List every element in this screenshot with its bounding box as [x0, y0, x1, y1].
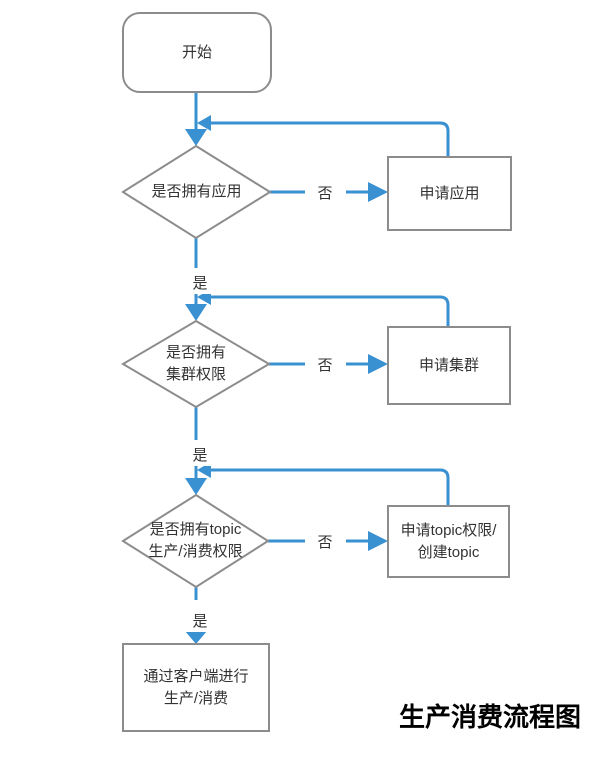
arrowhead-into-process3	[368, 531, 388, 551]
decision-has-topic-shape	[121, 493, 270, 589]
process-apply-cluster-shape	[387, 326, 511, 405]
connector-feedback-apply-cluster	[207, 295, 450, 327]
arrowhead-into-decision1	[185, 129, 207, 146]
connector-feedback-apply-app	[207, 121, 450, 157]
arrowhead-into-end	[185, 631, 207, 644]
arrowhead-into-process1	[368, 182, 388, 202]
process-apply-topic-shape	[387, 505, 510, 578]
arrowhead-into-decision2	[185, 304, 207, 321]
arrowhead-feedback1	[197, 115, 211, 131]
arrowhead-feedback3	[197, 462, 211, 478]
diagram-title: 生产消费流程图	[398, 701, 581, 732]
end-node-shape	[122, 643, 270, 732]
process-apply-app-shape	[387, 156, 512, 231]
decision-has-app-shape	[121, 144, 272, 240]
arrowhead-into-decision3	[185, 478, 207, 495]
start-node-shape	[122, 12, 272, 93]
arrowhead-into-process2	[368, 354, 388, 374]
connector-feedback-apply-topic	[207, 468, 450, 506]
arrowhead-feedback2	[197, 289, 211, 305]
decision-has-cluster-shape	[121, 319, 271, 409]
